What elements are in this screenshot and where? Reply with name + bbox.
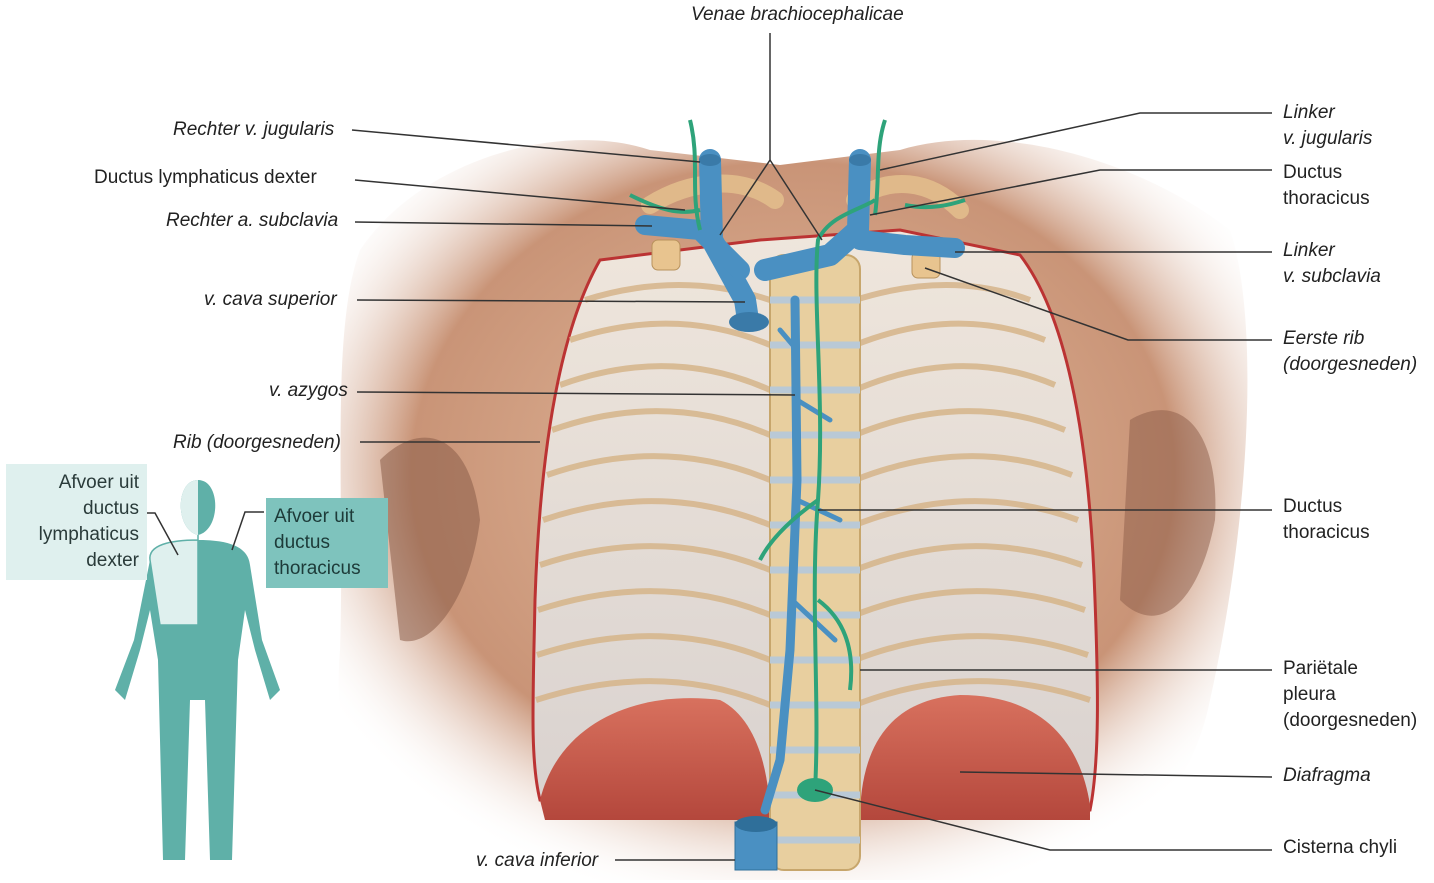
box-line: thoracicus — [274, 558, 361, 579]
label-v-azygos: v. azygos — [269, 380, 348, 401]
right-armpit-shadow — [1120, 410, 1216, 616]
inset-box-ductus-lymphaticus-dexter: Afvoer uit ductus lymphaticus dexter — [6, 464, 147, 580]
box-line: lymphaticus — [38, 524, 139, 545]
label-line: thoracicus — [1283, 188, 1370, 209]
label-linker-v-subclavia: Linker v. subclavia — [1283, 238, 1381, 290]
label-line: Eerste rib — [1283, 328, 1365, 349]
lymphatic-vessels — [629, 119, 966, 791]
label-line: Pariëtale — [1283, 658, 1358, 679]
inset-box-ductus-thoracicus: Afvoer uit ductus thoracicus — [266, 498, 388, 588]
label-cisterna-chyli: Cisterna chyli — [1283, 837, 1398, 858]
diaphragm-left — [540, 698, 770, 820]
label-line: Ductus — [1283, 162, 1343, 183]
box-line: Afvoer uit — [58, 472, 139, 493]
label-rib-doorgesneden: Rib (doorgesneden) — [173, 432, 341, 453]
label-line: v. subclavia — [1283, 266, 1381, 287]
label-parietale-pleura: Pariëtale pleura (doorgesneden) — [1283, 656, 1417, 734]
label-line: (doorgesneden) — [1283, 710, 1418, 731]
label-v-cava-superior: v. cava superior — [204, 289, 337, 310]
label-line: Ductus — [1283, 496, 1343, 517]
label-ductus-thoracicus-top: Ductus thoracicus — [1283, 160, 1370, 212]
label-ductus-lymphaticus-dexter: Ductus lymphaticus dexter — [94, 167, 317, 188]
box-line: Afvoer uit — [274, 506, 355, 527]
first-rib-cut-right — [651, 239, 681, 271]
diaphragm-right — [860, 695, 1090, 820]
jugular-left-opening — [849, 154, 871, 166]
label-line: pleura — [1283, 684, 1336, 705]
label-line: thoracicus — [1283, 522, 1370, 543]
label-eerste-rib: Eerste rib (doorgesneden) — [1283, 326, 1417, 378]
jugular-right-opening — [699, 154, 721, 166]
label-v-cava-inferior: v. cava inferior — [476, 850, 599, 871]
leader-lines — [351, 33, 1273, 861]
label-diafragma: Diafragma — [1283, 765, 1371, 786]
label-ductus-thoracicus-mid: Ductus thoracicus — [1283, 494, 1370, 546]
label-line: (doorgesneden) — [1283, 354, 1418, 375]
box-line: ductus — [83, 498, 139, 519]
label-line: Linker — [1283, 102, 1335, 123]
label-rechter-v-jugularis: Rechter v. jugularis — [173, 119, 335, 140]
ribs — [535, 282, 1091, 708]
left-armpit-shadow — [380, 437, 480, 642]
v-cava-superior-opening — [729, 312, 769, 332]
vertebrae — [770, 296, 860, 844]
inset-figure — [115, 480, 280, 860]
label-linker-v-jugularis: Linker v. jugularis — [1283, 100, 1372, 152]
label-line: v. jugularis — [1283, 128, 1373, 149]
label-venae-brachiocephalicae: Venae brachiocephalicae — [691, 4, 904, 25]
box-line: dexter — [86, 550, 139, 571]
box-line: ductus — [274, 532, 330, 553]
label-line: Linker — [1283, 240, 1335, 261]
v-cava-inferior-opening — [735, 816, 777, 832]
label-rechter-a-subclavia: Rechter a. subclavia — [166, 210, 339, 231]
